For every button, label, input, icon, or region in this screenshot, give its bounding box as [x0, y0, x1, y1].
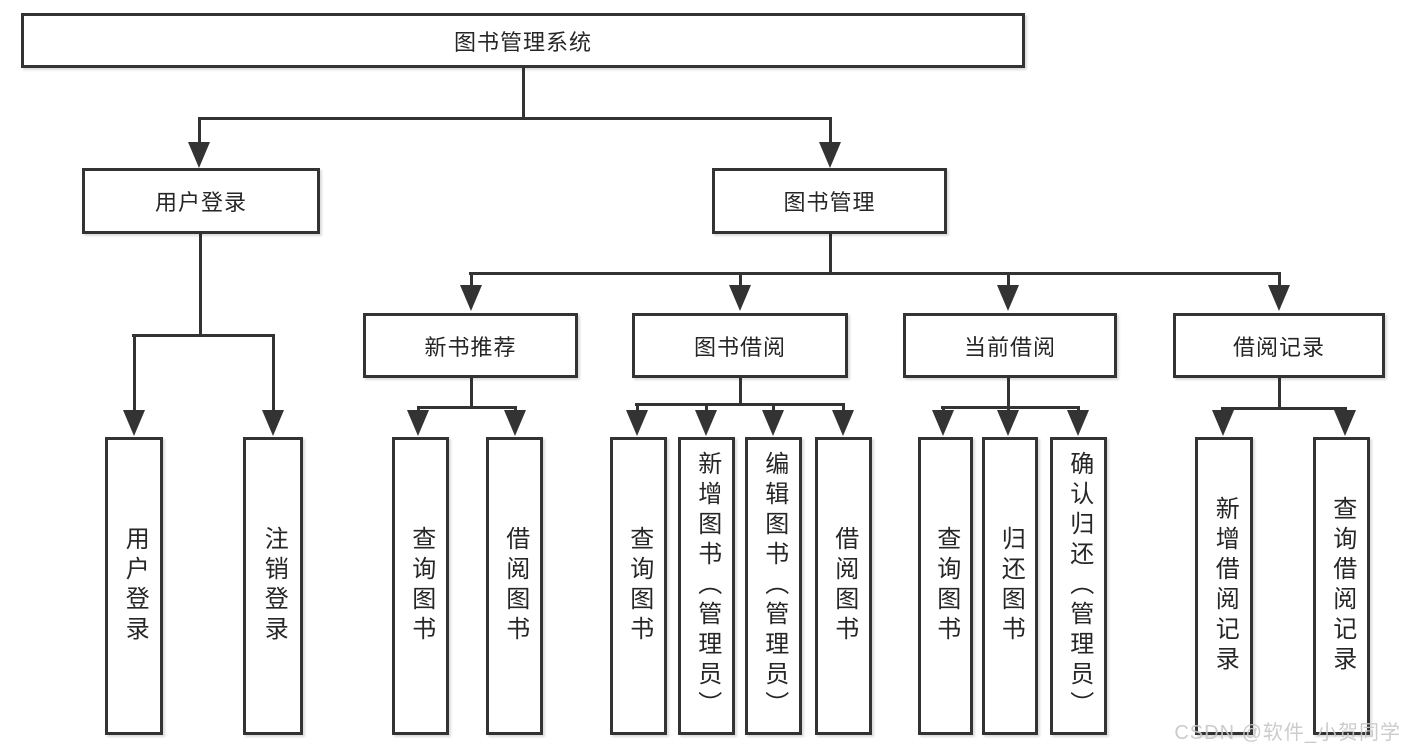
arrow-down-icon [1212, 410, 1234, 436]
arrow-down-icon [262, 410, 284, 436]
leaf-confirm-return-admin: 确认归还（管理员） [1050, 437, 1107, 735]
arrow-down-icon [729, 285, 751, 311]
arrow-down-icon [819, 142, 841, 168]
leaf-borrow-books-borrowing: 借阅图书 [815, 437, 872, 735]
edge-line [198, 116, 832, 120]
node-library-management-system: 图书管理系统 [21, 13, 1025, 68]
leaf-query-books-current-label: 查询图书 [932, 526, 960, 646]
leaf-return-book: 归还图书 [982, 437, 1038, 735]
node-book-management-label: 图书管理 [783, 190, 876, 215]
edge-line [1277, 377, 1281, 410]
edge-line [635, 402, 845, 406]
leaf-query-books-recommend: 查询图书 [392, 437, 449, 735]
edge-line [469, 377, 473, 409]
leaf-user-login-label: 用户登录 [121, 526, 149, 646]
leaf-add-borrow-record: 新增借阅记录 [1195, 437, 1253, 735]
node-book-borrowing-label: 图书借阅 [693, 334, 786, 360]
node-library-management-system-label: 图书管理系统 [453, 29, 592, 55]
edge-line [828, 118, 832, 144]
edge-line [1006, 407, 1010, 412]
arrow-down-icon [1268, 285, 1290, 311]
node-new-book-recommendation: 新书推荐 [363, 313, 578, 378]
leaf-user-login: 用户登录 [105, 437, 163, 735]
leaf-return-book-label: 归还图书 [997, 526, 1025, 646]
edge-line [521, 68, 525, 120]
edge-line [828, 233, 832, 275]
arrow-down-icon [1067, 410, 1089, 436]
edge-line [416, 407, 420, 412]
node-book-management: 图书管理 [712, 168, 947, 234]
leaf-logout: 注销登录 [243, 437, 303, 735]
arrow-down-icon [997, 410, 1019, 436]
arrow-down-icon [504, 410, 526, 436]
edge-line [417, 405, 517, 409]
node-current-borrowing: 当前借阅 [903, 313, 1117, 378]
edge-line [704, 404, 708, 412]
edge-line [469, 271, 1281, 275]
arrow-down-icon [407, 410, 429, 436]
node-current-borrowing-label: 当前借阅 [963, 334, 1056, 360]
arrow-down-icon [1334, 410, 1356, 436]
edge-line [513, 407, 517, 412]
leaf-borrow-books-recommend: 借阅图书 [486, 437, 543, 735]
leaf-borrow-books-borrowing-label: 借阅图书 [830, 526, 858, 646]
edge-line [132, 333, 275, 337]
edge-line [738, 273, 742, 287]
arrow-down-icon [832, 410, 854, 436]
leaf-query-books-borrowing: 查询图书 [610, 437, 667, 735]
node-borrowing-records: 借阅记录 [1173, 313, 1385, 378]
node-user-login-label: 用户登录 [154, 190, 247, 215]
edge-line [1221, 406, 1347, 410]
watermark-text: CSDN @软件_小贺同学 [1174, 722, 1401, 744]
edge-line [197, 118, 201, 144]
edge-line [635, 404, 639, 412]
edge-line [198, 233, 202, 337]
leaf-query-books-borrowing-label: 查询图书 [625, 526, 653, 646]
arrow-down-icon [695, 410, 717, 436]
leaf-confirm-return-admin-label: 确认归还（管理员） [1065, 451, 1093, 721]
leaf-add-borrow-record-label: 新增借阅记录 [1211, 496, 1239, 676]
leaf-borrow-books-recommend-label: 借阅图书 [501, 526, 529, 646]
arrow-down-icon [188, 142, 210, 168]
arrow-down-icon [932, 410, 954, 436]
leaf-add-book-admin-label: 新增图书（管理员） [693, 451, 721, 721]
leaf-edit-book-admin: 编辑图书（管理员） [745, 437, 802, 735]
edge-line [1006, 377, 1010, 409]
leaf-query-borrow-record: 查询借阅记录 [1313, 437, 1370, 735]
edge-line [469, 273, 473, 287]
edge-line [1006, 273, 1010, 287]
arrow-down-icon [123, 410, 145, 436]
leaf-query-books-current: 查询图书 [918, 437, 973, 735]
edge-line [841, 404, 845, 412]
node-book-borrowing: 图书借阅 [632, 313, 848, 378]
leaf-logout-label: 注销登录 [260, 526, 288, 646]
edge-line [1277, 273, 1281, 287]
arrow-down-icon [762, 410, 784, 436]
arrow-down-icon [460, 285, 482, 311]
edge-line [738, 377, 742, 406]
edge-line [271, 335, 275, 412]
leaf-query-books-recommend-label: 查询图书 [407, 526, 435, 646]
node-borrowing-records-label: 借阅记录 [1232, 334, 1325, 360]
leaf-query-borrow-record-label: 查询借阅记录 [1328, 496, 1356, 676]
edge-line [941, 407, 945, 412]
leaf-add-book-admin: 新增图书（管理员） [678, 437, 735, 735]
edge-line [132, 335, 136, 412]
node-user-login: 用户登录 [82, 168, 320, 234]
node-new-book-recommendation-label: 新书推荐 [424, 334, 517, 360]
arrow-down-icon [626, 410, 648, 436]
leaf-edit-book-admin-label: 编辑图书（管理员） [760, 451, 788, 721]
edge-line [1076, 407, 1080, 412]
arrow-down-icon [997, 285, 1019, 311]
edge-line [771, 404, 775, 412]
edge-line [941, 405, 1080, 409]
